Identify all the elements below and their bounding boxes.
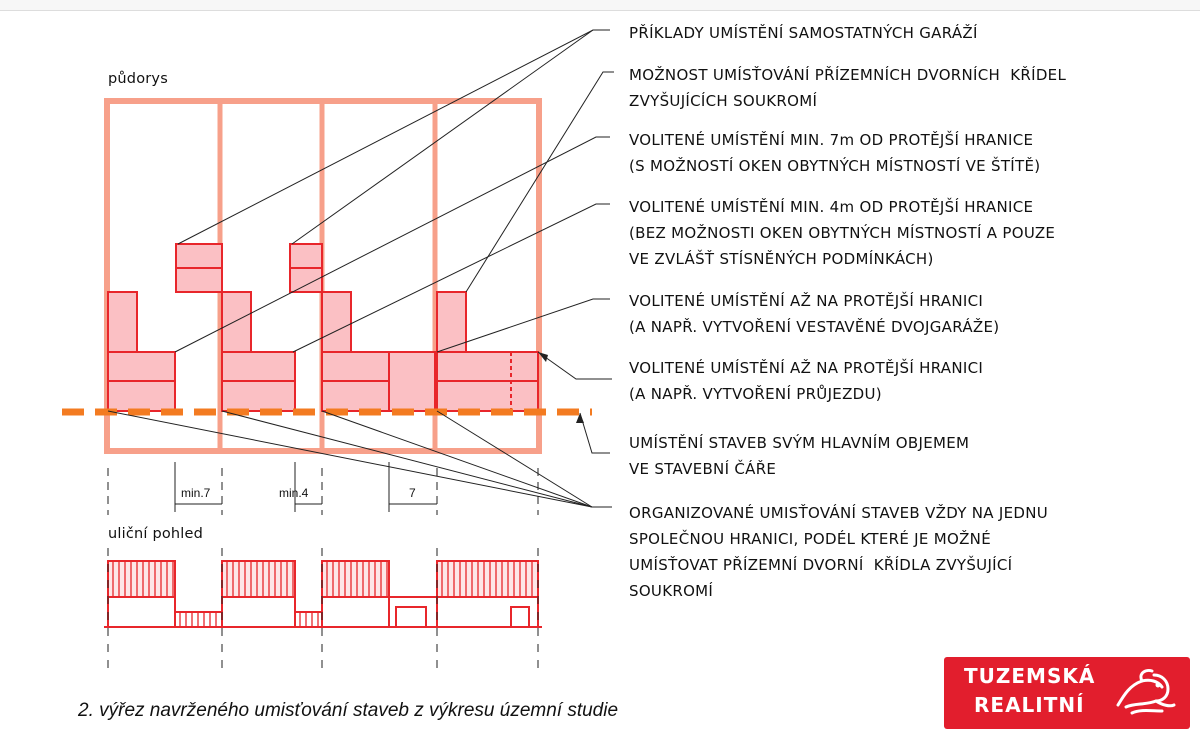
leader-lines: [107, 29, 614, 508]
arrow-heads: [538, 352, 584, 423]
street-view-label: uliční pohled: [108, 526, 204, 542]
annotation-7: UMÍSTĚNÍ STAVEB SVÝM HLAVNÍM OBJEMEM VE …: [629, 434, 970, 478]
logo-text-line1: TUZEMSKÁ: [964, 664, 1096, 688]
dimension-lines: [107, 462, 539, 515]
dimension-min7-label: min.7: [181, 486, 211, 500]
annotation-3: VOLITENÉ UMÍSTĚNÍ MIN. 7m OD PROTĚJŠÍ HR…: [629, 131, 1041, 175]
company-logo[interactable]: TUZEMSKÁ REALITNÍ: [944, 657, 1190, 729]
courtyard-wing-plot4: [436, 291, 467, 353]
dimension-7-label: 7: [409, 486, 416, 500]
top-border: [0, 0, 1200, 11]
elevation-dashed-lines: [107, 548, 539, 668]
courtyard-wing-plot2: [221, 291, 252, 353]
annotation-1: PŘÍKLADY UMÍSTĚNÍ SAMOSTATNÝCH GARÁŽÍ: [629, 24, 978, 42]
buildings-plan: [107, 243, 539, 412]
lion-icon: [1116, 669, 1176, 715]
dimension-min4-label: min.4: [279, 486, 309, 500]
plan-label: půdorys: [108, 71, 168, 87]
figure-caption: 2. výřez navrženého umisťování staveb z …: [78, 700, 619, 721]
annotation-2: MOŽNOST UMÍSŤOVÁNÍ PŘÍZEMNÍCH DVORNÍCH K…: [629, 66, 1067, 110]
annotation-5: VOLITENÉ UMÍSTĚNÍ AŽ NA PROTĚJŠÍ HRANICI…: [629, 292, 1000, 336]
courtyard-wing-plot1: [107, 291, 138, 353]
annotation-4: VOLITENÉ UMÍSTĚNÍ MIN. 4m OD PROTĚJŠÍ HR…: [629, 198, 1056, 268]
logo-text-line2: REALITNÍ: [974, 693, 1085, 717]
double-garage-plot3: [388, 351, 436, 412]
facade-hatching: [112, 561, 533, 627]
annotation-6: VOLITENÉ UMÍSTĚNÍ AŽ NA PROTĚJŠÍ HRANICI…: [629, 359, 984, 403]
annotation-8: ORGANIZOVANÉ UMISŤOVÁNÍ STAVEB VŽDY NA J…: [629, 504, 1049, 600]
courtyard-wing-plot3: [321, 291, 352, 353]
